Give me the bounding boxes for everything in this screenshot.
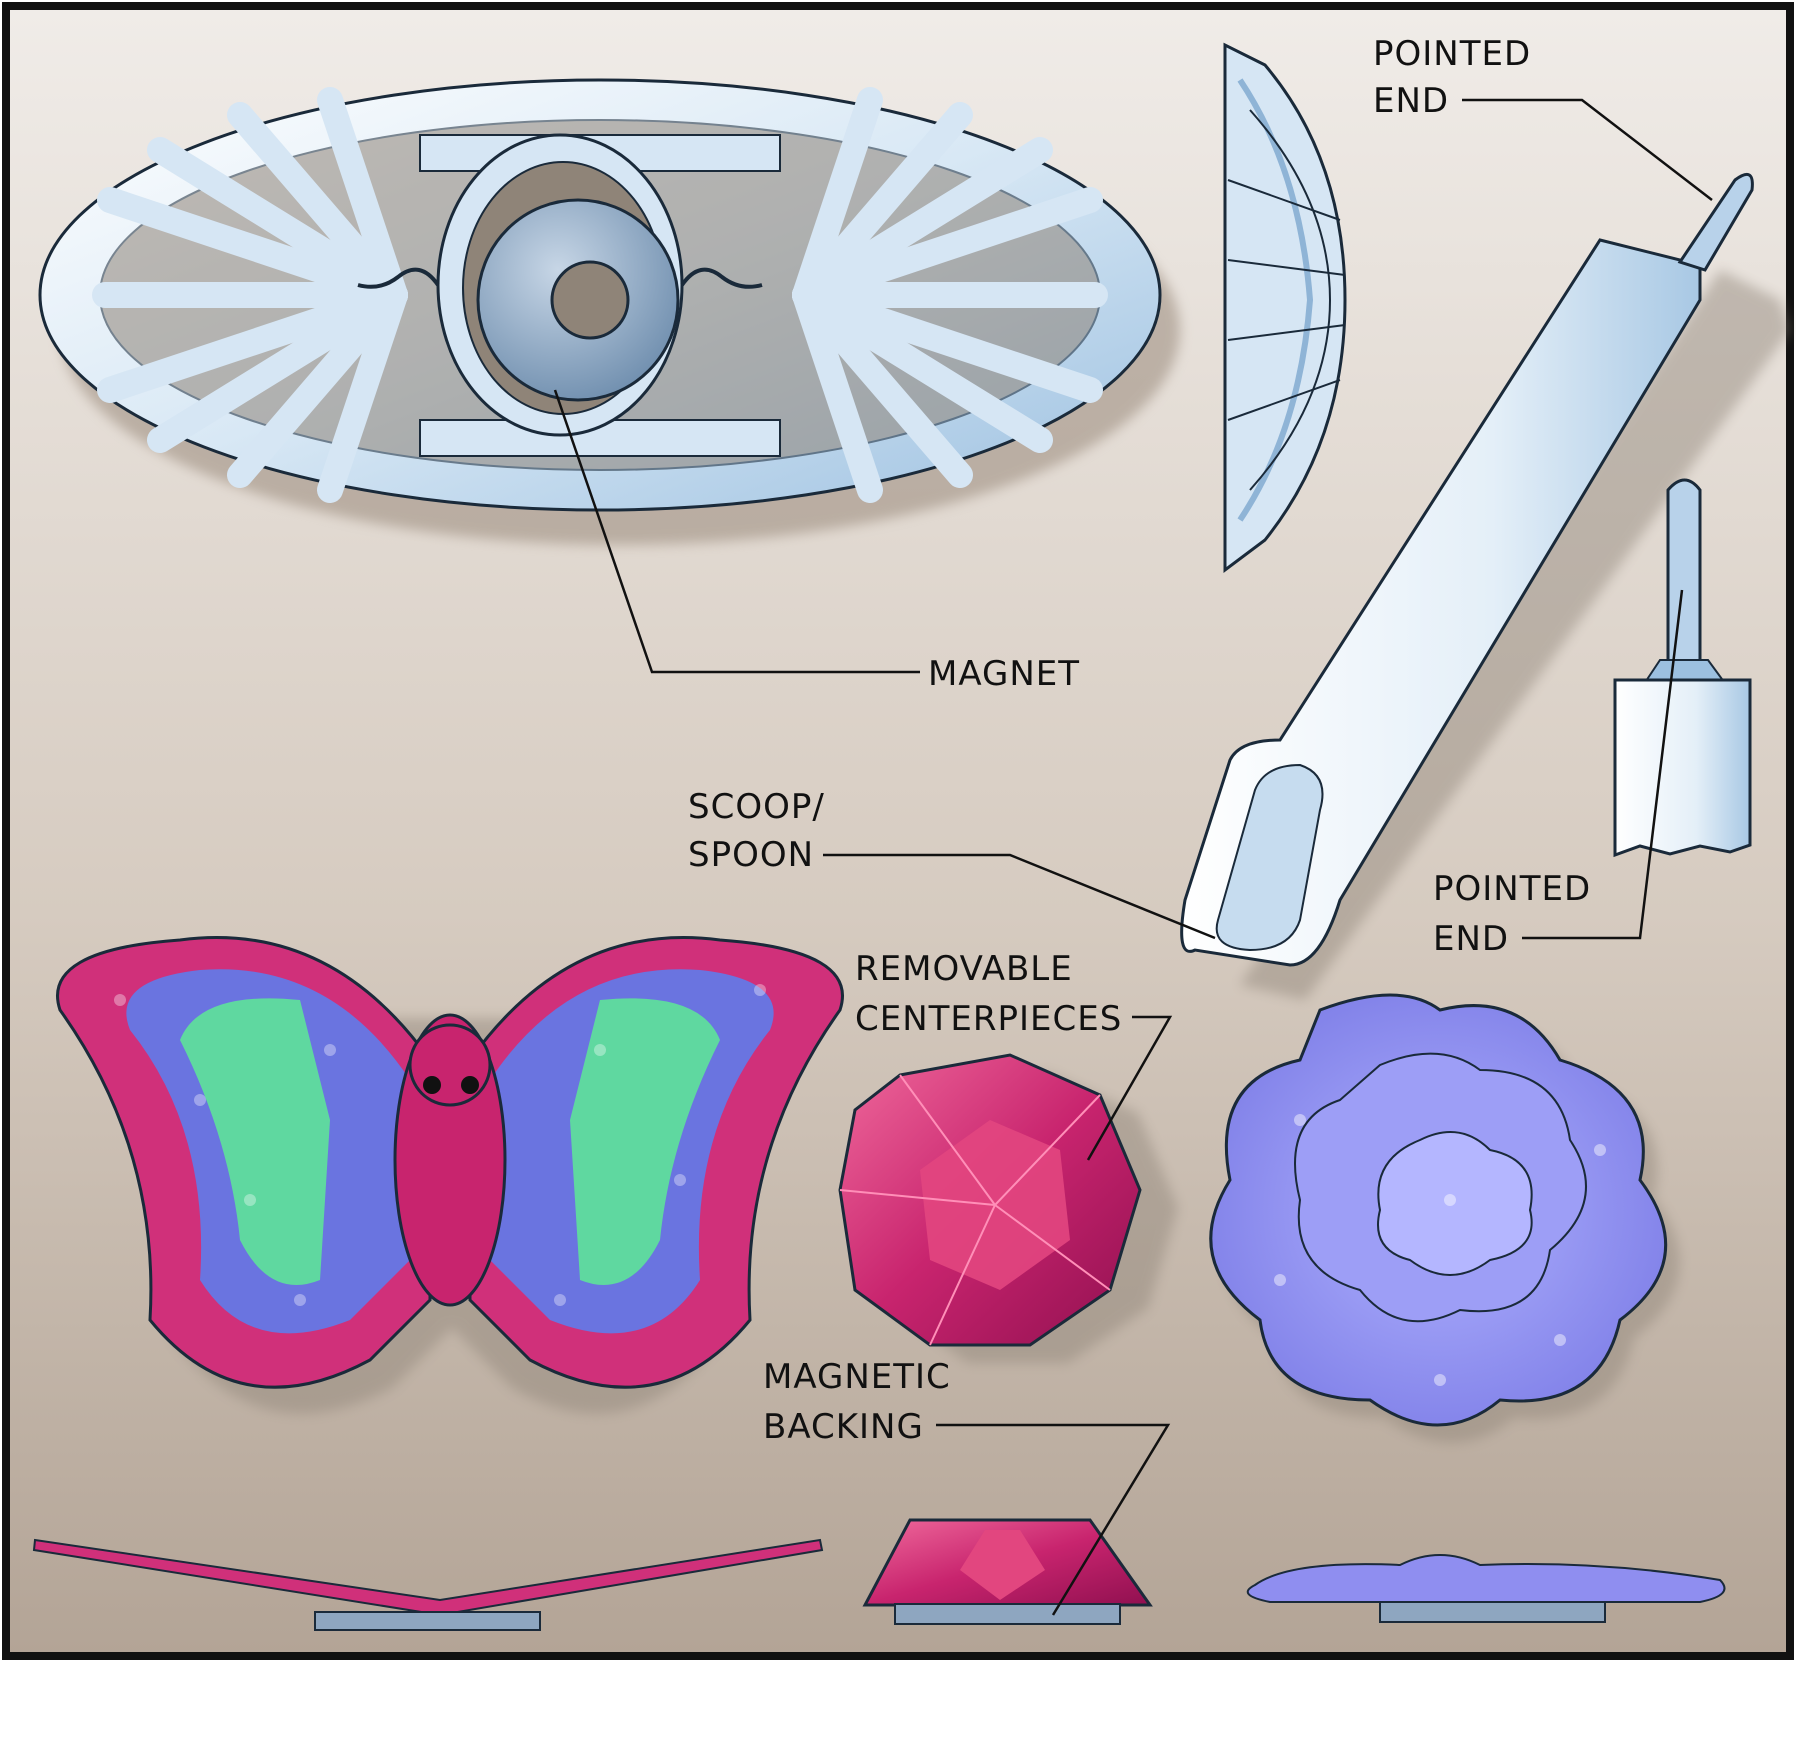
svg-text:POINTED: POINTED bbox=[1373, 34, 1531, 74]
svg-text:CENTERPIECES: CENTERPIECES bbox=[855, 999, 1122, 1039]
svg-text:REMOVABLE: REMOVABLE bbox=[855, 949, 1073, 989]
svg-text:END: END bbox=[1373, 81, 1449, 121]
tray-side-view bbox=[1223, 42, 1347, 573]
svg-text:SCOOP/: SCOOP/ bbox=[688, 787, 825, 827]
leader-lines bbox=[553, 98, 1713, 1616]
flower-centerpiece bbox=[1209, 993, 1680, 1443]
gem-centerpiece bbox=[838, 1053, 1178, 1363]
tray-spokes bbox=[92, 87, 1108, 503]
oval-tray bbox=[38, 78, 1180, 545]
label-magnetic-backing: MAGNETIC BACKING bbox=[763, 1357, 951, 1447]
svg-text:END: END bbox=[1433, 919, 1509, 959]
label-magnet: MAGNET bbox=[928, 654, 1080, 694]
label-scoop-spoon: SCOOP/ SPOON bbox=[688, 787, 825, 875]
pointed-end-detail bbox=[1613, 478, 1752, 858]
gem-side-view bbox=[862, 1518, 1153, 1625]
label-pointed-end-bottom: POINTED END bbox=[1433, 869, 1591, 959]
scoop-tool bbox=[1180, 172, 1790, 1000]
flower-side-view bbox=[1246, 1554, 1726, 1623]
svg-text:BACKING: BACKING bbox=[763, 1407, 924, 1447]
svg-text:POINTED: POINTED bbox=[1433, 869, 1591, 909]
svg-text:SPOON: SPOON bbox=[688, 835, 814, 875]
svg-text:MAGNET: MAGNET bbox=[928, 654, 1080, 694]
label-pointed-end-top: POINTED END bbox=[1373, 34, 1531, 121]
butterfly-centerpiece bbox=[56, 936, 844, 1414]
butterfly-side-view bbox=[32, 1538, 824, 1631]
svg-text:MAGNETIC: MAGNETIC bbox=[763, 1357, 951, 1397]
label-removable-centerpieces: REMOVABLE CENTERPIECES bbox=[855, 949, 1122, 1039]
